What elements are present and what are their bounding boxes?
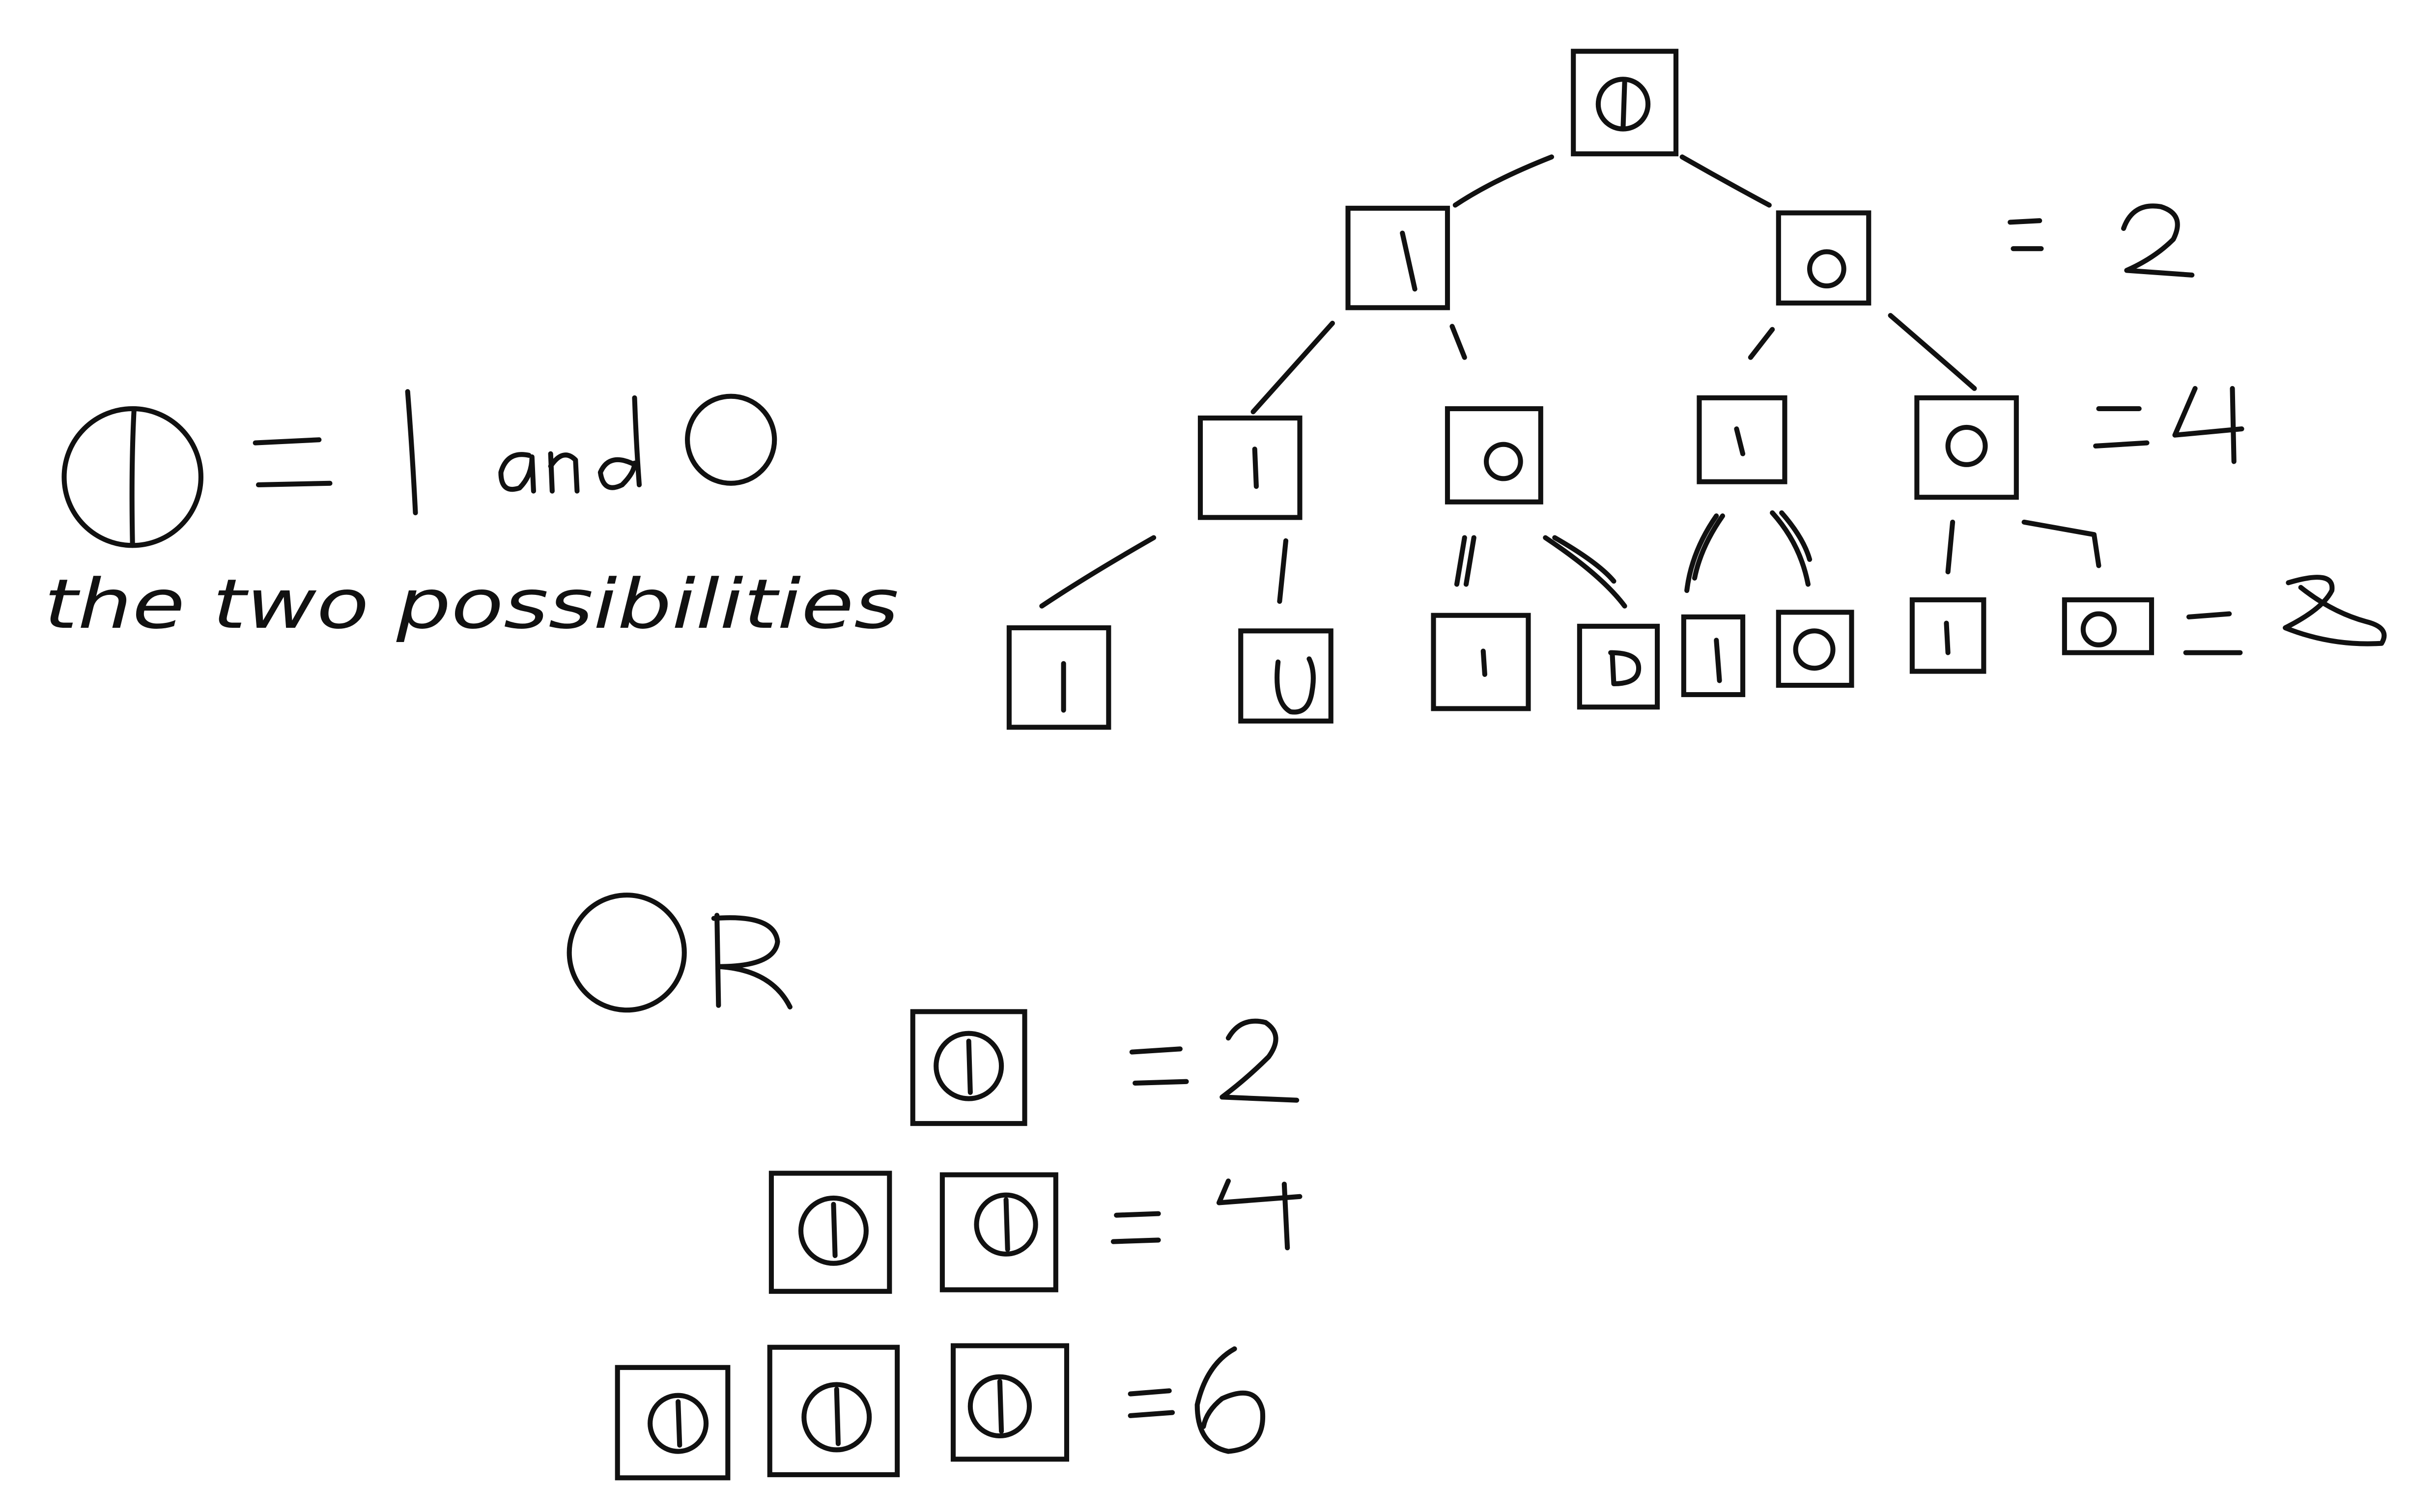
stack-box: 1 (615, 1365, 731, 1481)
or-label: OR (567, 893, 793, 1013)
tree-node: 0 (1776, 610, 1854, 688)
stack-box: 1 (939, 1172, 1058, 1292)
tree-node: 1 (1345, 205, 1450, 310)
tree-node: 0 (1914, 395, 2019, 500)
tree-node: 0 (1445, 406, 1543, 504)
tree-node: 1 (1197, 415, 1303, 520)
tree-node: 0 (1776, 210, 1871, 306)
tree-node: 0 (1238, 628, 1333, 724)
tree-node: 1 (1681, 614, 1746, 698)
stack-row: 1 = 2 (910, 1009, 1300, 1126)
legend-one-symbol: 1 (61, 406, 203, 548)
stack-row-total: = 6 (1128, 1346, 1266, 1454)
stack-box: 1 (950, 1343, 1070, 1462)
binary-tree: 1 1 0 1 0 1 (1006, 49, 2387, 730)
tree-node: 1 (1431, 613, 1531, 711)
legend-equals-sign: = (253, 437, 333, 488)
stack-row-total: = 4 (1110, 1178, 1303, 1251)
stack-box: 1 (910, 1009, 1027, 1126)
tree-level2-total: = 4 (2093, 386, 2244, 464)
tree-node: 1 (1571, 49, 1679, 157)
box-stack: 1 = 2 1 1 (615, 1009, 1303, 1481)
legend-and-word: and (498, 395, 642, 494)
legend: 1 = 1 and 0 the two possibilities (44, 389, 899, 644)
legend-one-label: 1 (405, 389, 418, 515)
stack-row-total: = 2 (1129, 1018, 1300, 1103)
stack-row: 1 1 1 = 6 (615, 1343, 1266, 1481)
stack-box: 1 (768, 1171, 892, 1294)
tree-level3-total: = 8 (2183, 575, 2387, 655)
tree-node: 0 (2062, 597, 2155, 655)
stack-box: 1 (767, 1344, 900, 1478)
tree-node: 1 (1006, 625, 1111, 730)
tree-node: 1 (1909, 597, 1986, 674)
legend-zero-symbol: 0 (685, 393, 777, 486)
tree-node: 1 (1697, 395, 1787, 484)
tree-node: 0 (1577, 623, 1660, 710)
stack-row: 1 1 = 4 (768, 1171, 1303, 1294)
legend-caption: the two possibilities (44, 564, 899, 644)
tree-level1-total: = 2 (2008, 203, 2195, 278)
tree-branches (1039, 154, 2101, 609)
